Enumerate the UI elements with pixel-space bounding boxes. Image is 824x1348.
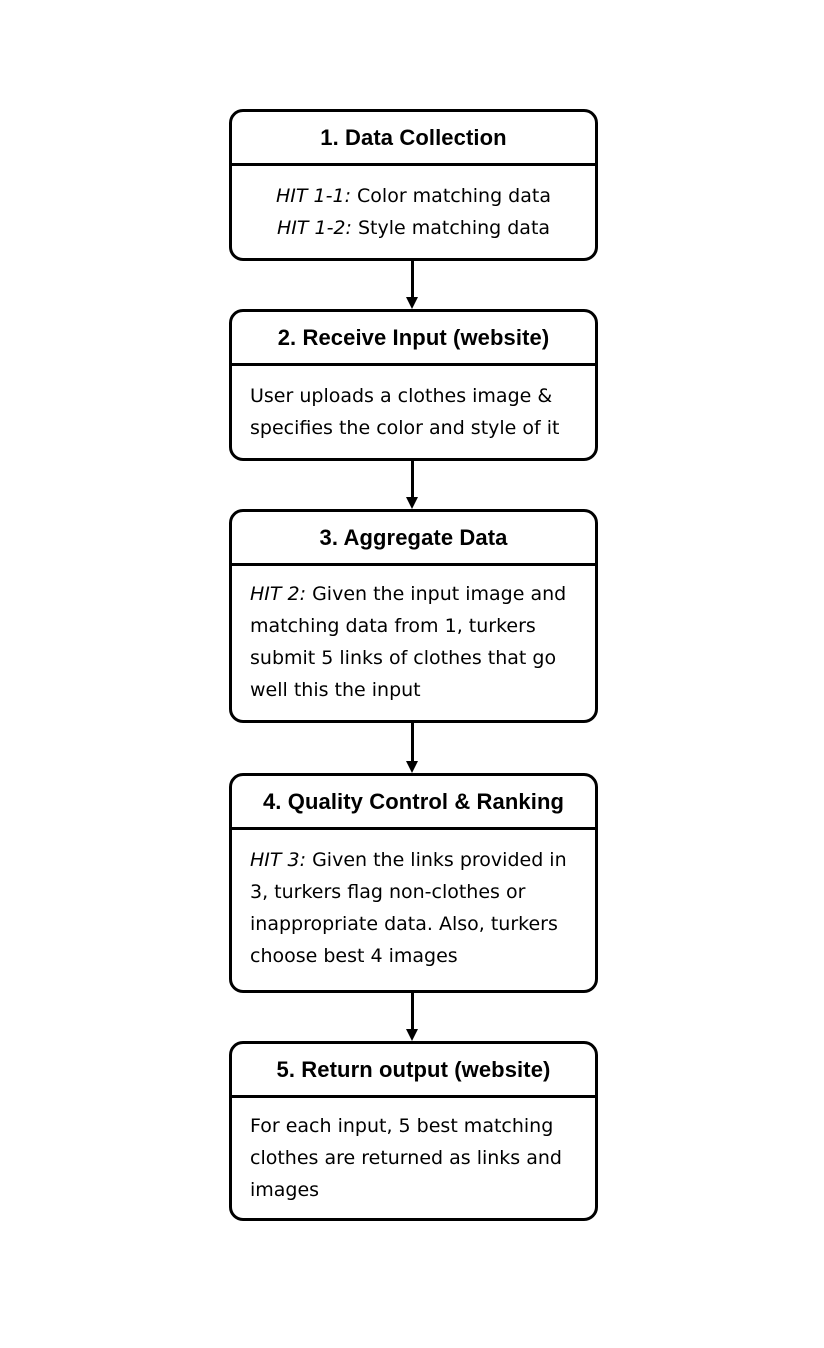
step-1-hit-label-1: HIT 1-1: bbox=[276, 185, 351, 207]
step-3-line-4: well this the input bbox=[250, 679, 421, 701]
step-4-line-2: 3, turkers flag non-clothes or bbox=[250, 881, 526, 903]
step-2-title: 2. Receive Input (website) bbox=[232, 312, 595, 366]
step-4-body: HIT 3: Given the links provided in 3, tu… bbox=[232, 830, 595, 972]
step-3-box: 3. Aggregate Data HIT 2: Given the input… bbox=[229, 509, 598, 723]
step-1-line-1-text: Color matching data bbox=[350, 185, 551, 207]
step-4-box: 4. Quality Control & Ranking HIT 3: Give… bbox=[229, 773, 598, 993]
step-4-line-1: HIT 3: Given the links provided in bbox=[250, 844, 577, 876]
arrow-head-icon bbox=[406, 761, 418, 773]
step-5-body: For each input, 5 best matching clothes … bbox=[232, 1098, 595, 1206]
step-5-box: 5. Return output (website) For each inpu… bbox=[229, 1041, 598, 1221]
step-3-line-1: HIT 2: Given the input image and bbox=[250, 578, 577, 610]
arrow-4-to-5 bbox=[406, 990, 418, 1041]
arrow-2-to-3 bbox=[406, 458, 418, 509]
arrow-head-icon bbox=[406, 297, 418, 309]
step-1-body: HIT 1-1: Color matching data HIT 1-2: St… bbox=[232, 166, 595, 244]
step-4-hit-label: HIT 3: bbox=[250, 849, 307, 871]
step-1-title: 1. Data Collection bbox=[232, 112, 595, 166]
step-4-line-3: inappropriate data. Also, turkers bbox=[250, 913, 558, 935]
step-3-line-1-text: Given the input image and bbox=[306, 583, 567, 605]
step-4-line-4: choose best 4 images bbox=[250, 945, 458, 967]
step-5-line-3: images bbox=[250, 1179, 320, 1201]
step-3-body: HIT 2: Given the input image and matchin… bbox=[232, 566, 595, 706]
step-5-title: 5. Return output (website) bbox=[232, 1044, 595, 1098]
step-2-line-2: specifies the color and style of it bbox=[250, 417, 560, 439]
step-1-hit-label-2: HIT 1-2: bbox=[276, 217, 352, 239]
step-3-title: 3. Aggregate Data bbox=[232, 512, 595, 566]
step-5-line-2: clothes are returned as links and bbox=[250, 1147, 562, 1169]
step-5-line-1: For each input, 5 best matching bbox=[250, 1115, 554, 1137]
arrow-1-to-2 bbox=[406, 258, 418, 309]
step-1-box: 1. Data Collection HIT 1-1: Color matchi… bbox=[229, 109, 598, 261]
step-3-line-2: matching data from 1, turkers bbox=[250, 615, 536, 637]
step-2-line-1: User uploads a clothes image & bbox=[250, 385, 553, 407]
step-4-title: 4. Quality Control & Ranking bbox=[232, 776, 595, 830]
step-1-line-2: HIT 1-2: Style matching data bbox=[250, 212, 577, 244]
step-2-box: 2. Receive Input (website) User uploads … bbox=[229, 309, 598, 461]
step-3-line-3: submit 5 links of clothes that go bbox=[250, 647, 557, 669]
arrow-head-icon bbox=[406, 497, 418, 509]
arrow-3-to-4 bbox=[406, 720, 418, 773]
step-2-body: User uploads a clothes image & specifies… bbox=[232, 366, 595, 444]
step-3-hit-label: HIT 2: bbox=[250, 583, 307, 605]
step-1-line-1: HIT 1-1: Color matching data bbox=[250, 180, 577, 212]
step-4-line-1-text: Given the links provided in bbox=[306, 849, 567, 871]
arrow-head-icon bbox=[406, 1029, 418, 1041]
step-1-line-2-text: Style matching data bbox=[351, 217, 551, 239]
